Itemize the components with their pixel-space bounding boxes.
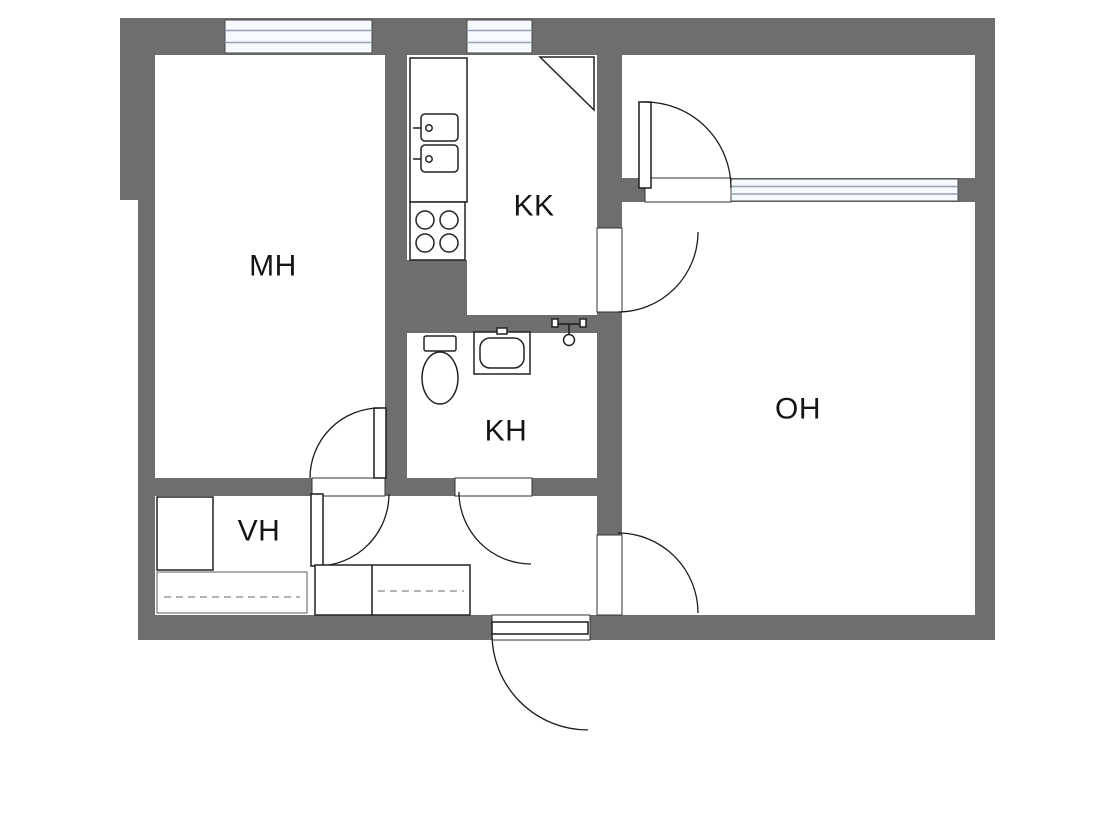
kitchen-sink-icon xyxy=(413,113,459,173)
door-leaf xyxy=(373,407,387,479)
storage-dashed-icon xyxy=(156,571,308,614)
door-opening xyxy=(454,477,533,497)
windows xyxy=(224,19,959,202)
fridge-corner-icon xyxy=(538,56,595,112)
door-opening xyxy=(596,227,623,313)
door-swing-arc xyxy=(644,101,732,189)
wall-segment xyxy=(405,260,467,317)
wall-segment xyxy=(392,478,455,496)
wall-segment xyxy=(138,200,155,640)
toilet-icon xyxy=(421,335,459,405)
fixtures xyxy=(156,56,595,616)
washbasin-icon xyxy=(473,327,531,375)
wall-segment xyxy=(155,478,312,496)
door-opening xyxy=(596,534,623,616)
door-opening xyxy=(644,177,732,203)
door-swing-arc xyxy=(491,633,589,731)
door-leaf xyxy=(638,101,652,189)
stove-icon xyxy=(409,201,466,261)
wall-segment xyxy=(120,18,155,200)
wall-segment xyxy=(597,312,622,535)
room-labels: MH KK OH KH VH xyxy=(238,190,821,548)
wall-segment xyxy=(138,615,492,640)
door-swing-arc xyxy=(309,407,381,479)
door-leaf xyxy=(491,621,589,635)
doors xyxy=(309,101,732,731)
wall-segment xyxy=(597,18,622,228)
room-label-kk: KK xyxy=(513,190,554,223)
hall-cabinet-icon xyxy=(314,564,471,616)
door-swing-arc xyxy=(617,231,699,313)
door-leaf xyxy=(310,493,324,567)
door-opening xyxy=(311,477,386,497)
door-swing-arc xyxy=(316,493,390,567)
room-label-kh: KH xyxy=(485,415,528,448)
room-label-vh: VH xyxy=(238,515,281,548)
window xyxy=(466,19,533,54)
room-label-oh: OH xyxy=(775,393,821,426)
wall-segment xyxy=(590,615,995,640)
door-swing-arc xyxy=(458,491,532,565)
room-label-mh: MH xyxy=(249,250,297,283)
window xyxy=(730,178,959,202)
wall-segment xyxy=(405,315,597,333)
wall-segment xyxy=(385,55,407,496)
walls xyxy=(120,18,995,640)
wardrobe-icon xyxy=(156,496,214,571)
shower-icon xyxy=(551,318,587,347)
wall-segment xyxy=(532,478,597,496)
door-swing-arc xyxy=(617,532,699,614)
wall-segment xyxy=(975,18,995,640)
window xyxy=(224,19,373,54)
